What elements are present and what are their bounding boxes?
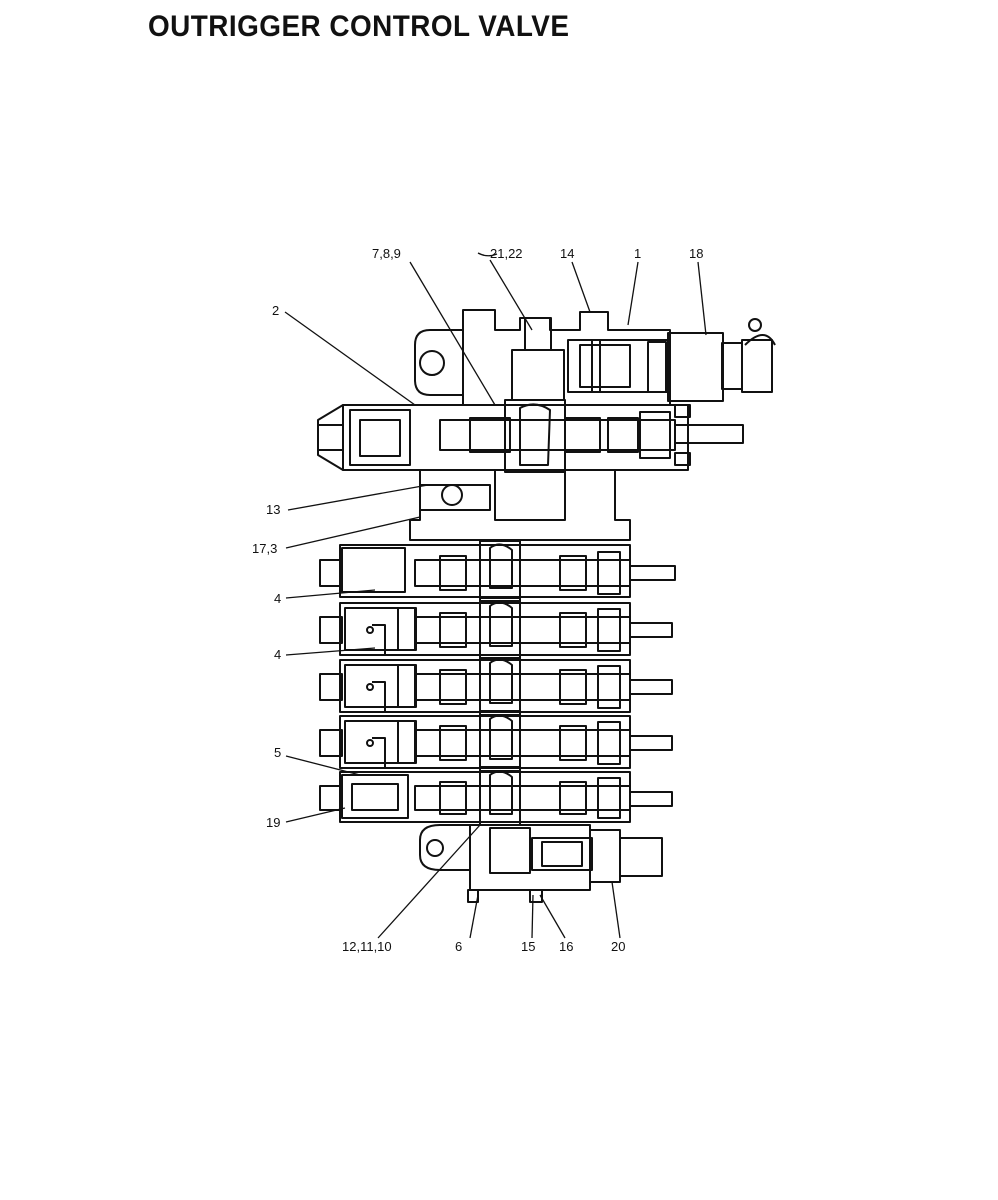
callout-18: 18 (689, 246, 703, 261)
callout-4-lower: 4 (274, 647, 281, 662)
callout-6: 6 (455, 939, 462, 954)
callout-13: 13 (266, 502, 280, 517)
top-body (414, 309, 776, 406)
bottom-body (419, 824, 663, 903)
callout-2: 2 (272, 303, 279, 318)
callout-19: 19 (266, 815, 280, 830)
callout-21-22: 21,22 (490, 246, 523, 261)
callout-14: 14 (560, 246, 574, 261)
callout-16: 16 (559, 939, 573, 954)
callout-labels: 7,8,9 21,22 14 1 18 2 13 17,3 4 4 5 19 1… (252, 246, 703, 954)
callout-5: 5 (274, 745, 281, 760)
callout-15: 15 (521, 939, 535, 954)
callout-17-3: 17,3 (252, 541, 277, 556)
top-spool-section (317, 399, 744, 473)
callout-1: 1 (634, 246, 641, 261)
page-title: OUTRIGGER CONTROL VALVE (148, 10, 570, 43)
callout-12-11-10: 12,11,10 (342, 939, 392, 954)
callout-4-upper: 4 (274, 591, 281, 606)
leader-lines (284, 252, 707, 939)
callout-7-8-9: 7,8,9 (372, 246, 401, 261)
mid-body (409, 469, 631, 541)
callout-20: 20 (611, 939, 625, 954)
spool-stack (319, 540, 676, 826)
